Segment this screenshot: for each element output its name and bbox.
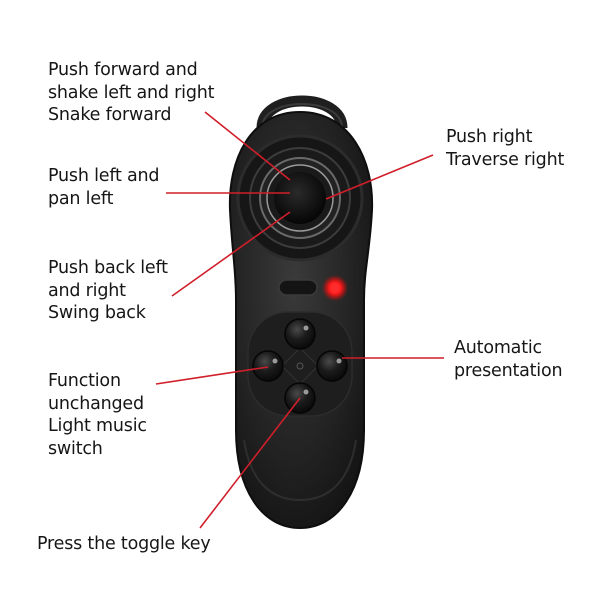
pointer-joystick-back xyxy=(171,211,291,297)
status-led xyxy=(330,283,340,293)
callout-joystick-left: Push left and pan left xyxy=(48,166,160,209)
button-right[interactable] xyxy=(316,350,348,382)
mode-switch-button[interactable] xyxy=(278,279,318,296)
pointer-joystick-forward xyxy=(204,111,291,181)
button-left[interactable] xyxy=(252,350,284,382)
callout-bottom-button: Press the toggle key xyxy=(37,534,211,554)
pointer-left-button xyxy=(155,366,269,385)
callout-right-button: Automatic presentation xyxy=(454,338,563,381)
callout-left-button: Function unchanged Light music switch xyxy=(48,371,147,459)
power-icon xyxy=(296,362,304,370)
lanyard-loop xyxy=(256,95,348,129)
joystick[interactable] xyxy=(236,134,364,262)
callout-joystick-forward: Push forward and shake left and right Sn… xyxy=(48,60,215,125)
pointer-bottom-button xyxy=(199,397,301,529)
callout-lines xyxy=(155,111,444,529)
pointer-joystick-right xyxy=(325,154,434,200)
callout-joystick-back: Push back left and right Swing back xyxy=(48,258,168,323)
button-top[interactable] xyxy=(284,318,316,350)
callout-joystick-right: Push right Traverse right xyxy=(446,127,565,170)
